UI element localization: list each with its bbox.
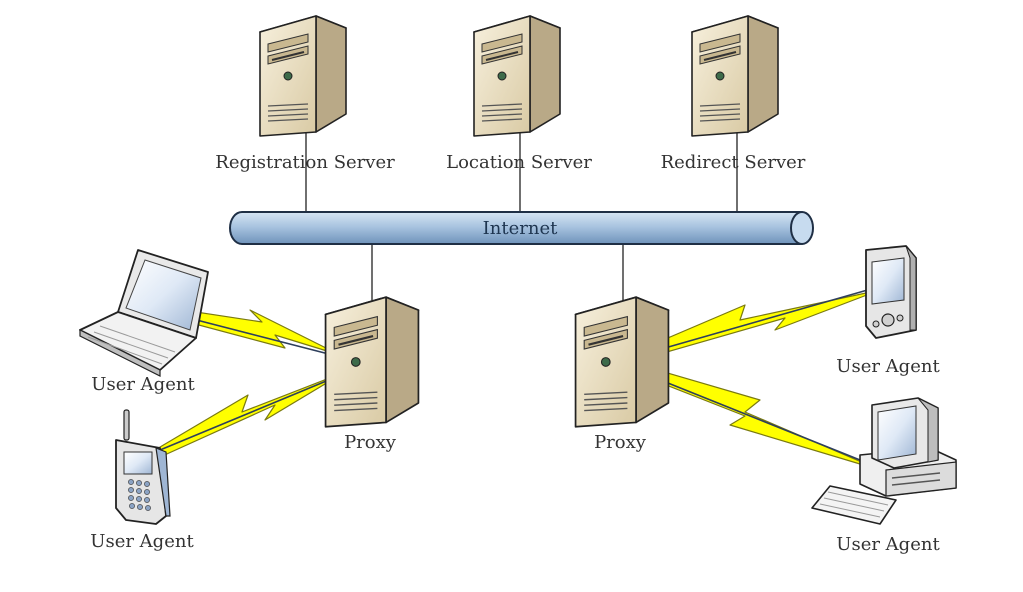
internet-label: Internet: [483, 218, 558, 239]
server-icon: [259, 15, 347, 137]
redirect-server: Redirect Server: [661, 15, 806, 173]
desktop-user-agent-label: User Agent: [836, 534, 940, 555]
laptop-user-agent: User Agent: [79, 249, 209, 395]
pda-user-agent-label: User Agent: [836, 356, 940, 377]
proxy-left-label: Proxy: [344, 432, 397, 453]
server-icon: [473, 15, 561, 137]
cellphone-user-agent-label: User Agent: [90, 531, 194, 552]
server-icon: [691, 15, 779, 137]
proxy-right: Proxy: [574, 296, 670, 453]
redirect-server-label: Redirect Server: [661, 152, 806, 173]
desktop-user-agent: User Agent: [811, 397, 957, 555]
pda-user-agent: User Agent: [836, 245, 940, 377]
laptop-icon: [79, 249, 209, 377]
registration-server-label: Registration Server: [215, 152, 395, 173]
proxy-right-label: Proxy: [594, 432, 647, 453]
location-server-label: Location Server: [446, 152, 592, 173]
pda-icon: [865, 245, 917, 339]
internet-pipe: Internet: [229, 211, 814, 245]
cellphone-icon: [115, 409, 171, 525]
location-server: Location Server: [446, 15, 592, 173]
desktop-computer-icon: [811, 397, 957, 525]
server-icon: [324, 296, 420, 428]
laptop-user-agent-label: User Agent: [91, 374, 195, 395]
server-icon: [574, 296, 670, 428]
proxy-left: Proxy: [324, 296, 420, 453]
cellphone-user-agent: User Agent: [90, 409, 194, 552]
registration-server: Registration Server: [215, 15, 395, 173]
